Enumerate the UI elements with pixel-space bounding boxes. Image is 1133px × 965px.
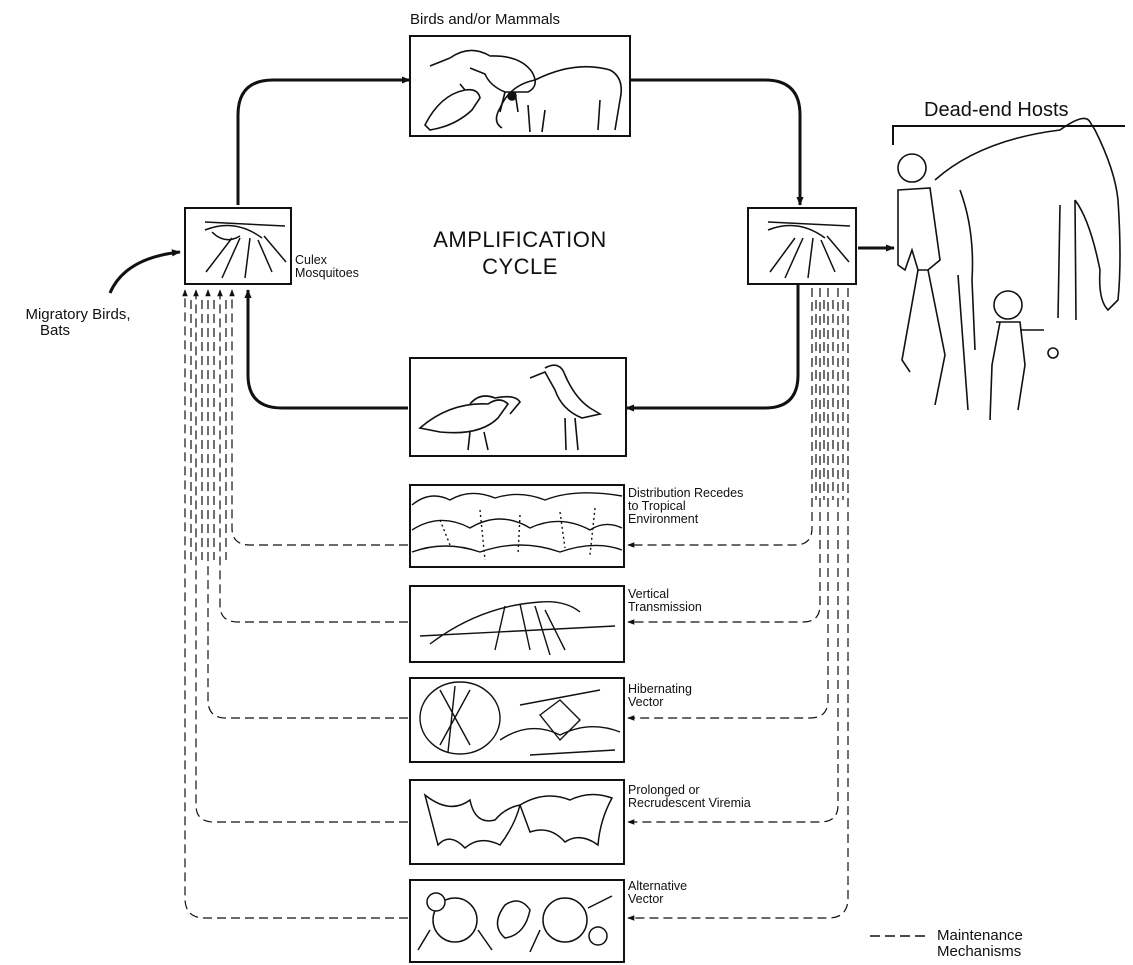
left-vector-label: Culex Mosquitoes [295, 254, 359, 280]
mosquito-icon-left [185, 208, 291, 284]
loop-viremia-out [196, 290, 408, 822]
loop-vertical [628, 288, 820, 622]
tropical-landscape-icon [410, 485, 624, 567]
birds-icon [410, 358, 626, 456]
mechanism-line: Transmission [628, 601, 702, 614]
legend-label: Maintenance Mechanisms [937, 928, 1023, 960]
dead-end-hosts-label: Dead-end Hosts [924, 100, 1069, 121]
mechanism-line: Environment [628, 513, 743, 526]
mechanism-line: Recrudescent Viremia [628, 797, 751, 810]
ticks-icon [410, 880, 624, 962]
arrow-right-to-bottom [626, 285, 798, 408]
man-horse-child-icon [898, 118, 1120, 420]
loop-alternative-out [185, 290, 408, 918]
arrow-migratory-to-left [110, 252, 180, 293]
arrow-left-to-top [238, 80, 410, 205]
mechanism-distribution: Distribution Recedes to Tropical Environ… [628, 487, 743, 526]
mechanism-line: Vector [628, 696, 692, 709]
hibernating-mosquito-icon [410, 678, 624, 762]
mechanism-hibernating: Hibernating Vector [628, 683, 692, 709]
center-title-line1: AMPLIFICATION [405, 228, 635, 251]
mechanism-line: Vector [628, 893, 687, 906]
center-title-line2: CYCLE [405, 255, 635, 278]
left-vector-line2: Mosquitoes [295, 267, 359, 280]
birds-and-pig-icon [410, 36, 630, 136]
migratory-line2: Bats [18, 323, 138, 339]
legend-line2: Mechanisms [937, 944, 1023, 960]
mechanism-viremia: Prolonged or Recrudescent Viremia [628, 784, 751, 810]
dead-end-bracket [893, 126, 1125, 145]
bats-icon [410, 780, 624, 864]
migratory-line1: Migratory Birds, [18, 307, 138, 323]
arrow-bottom-to-left [248, 290, 408, 408]
top-node-label: Birds and/or Mammals [410, 12, 560, 28]
migratory-label: Migratory Birds, Bats [18, 307, 138, 339]
arrow-top-to-right [630, 80, 800, 205]
center-title: AMPLIFICATION CYCLE [405, 228, 635, 278]
mosquito-eggs-icon [410, 586, 624, 662]
mechanism-vertical: Vertical Transmission [628, 588, 702, 614]
legend-line1: Maintenance [937, 928, 1023, 944]
loop-distribution-out [232, 290, 408, 545]
loop-hibernating-out [208, 290, 408, 718]
mechanism-alternative: Alternative Vector [628, 880, 687, 906]
mosquito-icon-right [748, 208, 856, 284]
loop-viremia [628, 288, 838, 822]
